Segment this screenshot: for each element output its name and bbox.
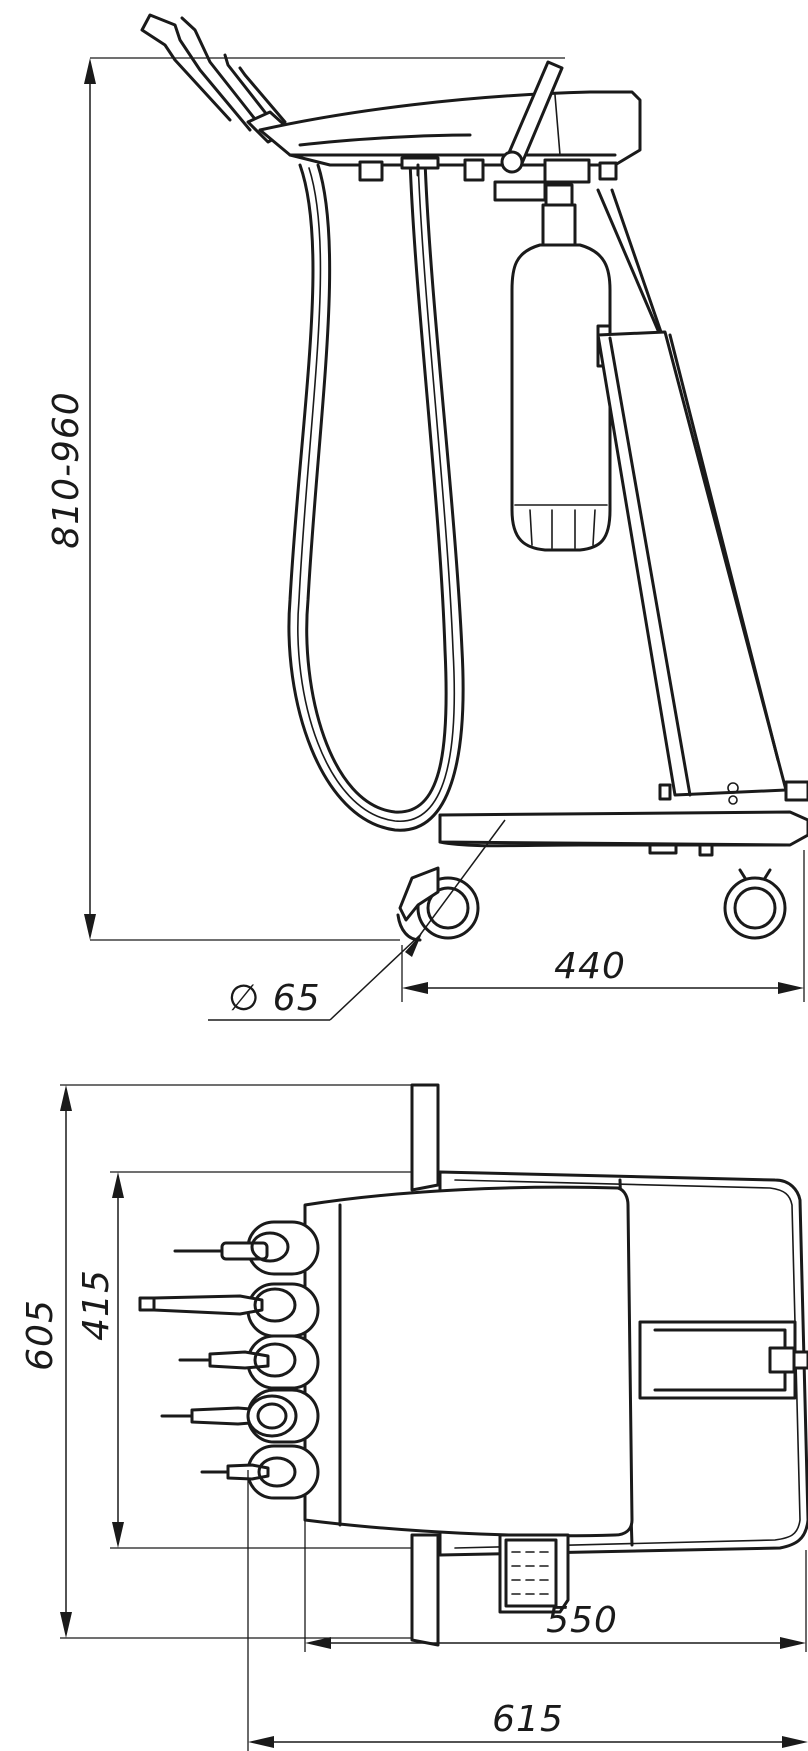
base-length-label: 440 [554, 946, 626, 987]
instrument-3 [178, 1342, 297, 1378]
body-depth-dimension: 550 [304, 1520, 807, 1652]
overall-width-label: 605 [20, 1299, 61, 1371]
tray-handle-top [638, 1320, 797, 1400]
instrument-4 [160, 1394, 298, 1438]
height-dimension: 810-960 [46, 57, 565, 941]
tray-side [258, 90, 642, 202]
wheel-diameter-label: ∅ 65 [228, 978, 321, 1019]
overall-width-dimension: 605 [20, 1084, 412, 1639]
top-view: 605 415 550 615 [20, 1083, 808, 1751]
wheel-diameter-dimension: ∅ 65 [208, 819, 506, 1021]
body-depth-label: 550 [546, 1600, 618, 1641]
hose [287, 158, 465, 832]
column [596, 188, 808, 805]
handpiece-span-label: 415 [76, 1269, 117, 1341]
rail-bottom [410, 1533, 440, 1647]
control-pad [498, 1533, 570, 1614]
instrument-5 [200, 1456, 297, 1488]
instrument-2 [138, 1287, 297, 1323]
base [438, 810, 808, 857]
handpiece-span-dimension: 415 [76, 1171, 412, 1549]
rail-top [410, 1083, 440, 1192]
wheel-rear [723, 868, 787, 940]
side-view: 810-960 ∅ 65 440 [46, 13, 808, 1021]
instrument-1 [173, 1231, 290, 1263]
base-length-dimension: 440 [401, 850, 805, 1002]
handpiece-holders-side [140, 13, 292, 144]
overall-depth-dimension: 615 [247, 1470, 808, 1751]
tray-body-top [303, 1185, 634, 1538]
height-range-label: 810-960 [46, 391, 87, 548]
overall-depth-label: 615 [492, 1699, 564, 1740]
water-bottle [510, 183, 612, 552]
handpiece-holders-top [138, 1220, 320, 1500]
wheel-front [396, 866, 480, 942]
